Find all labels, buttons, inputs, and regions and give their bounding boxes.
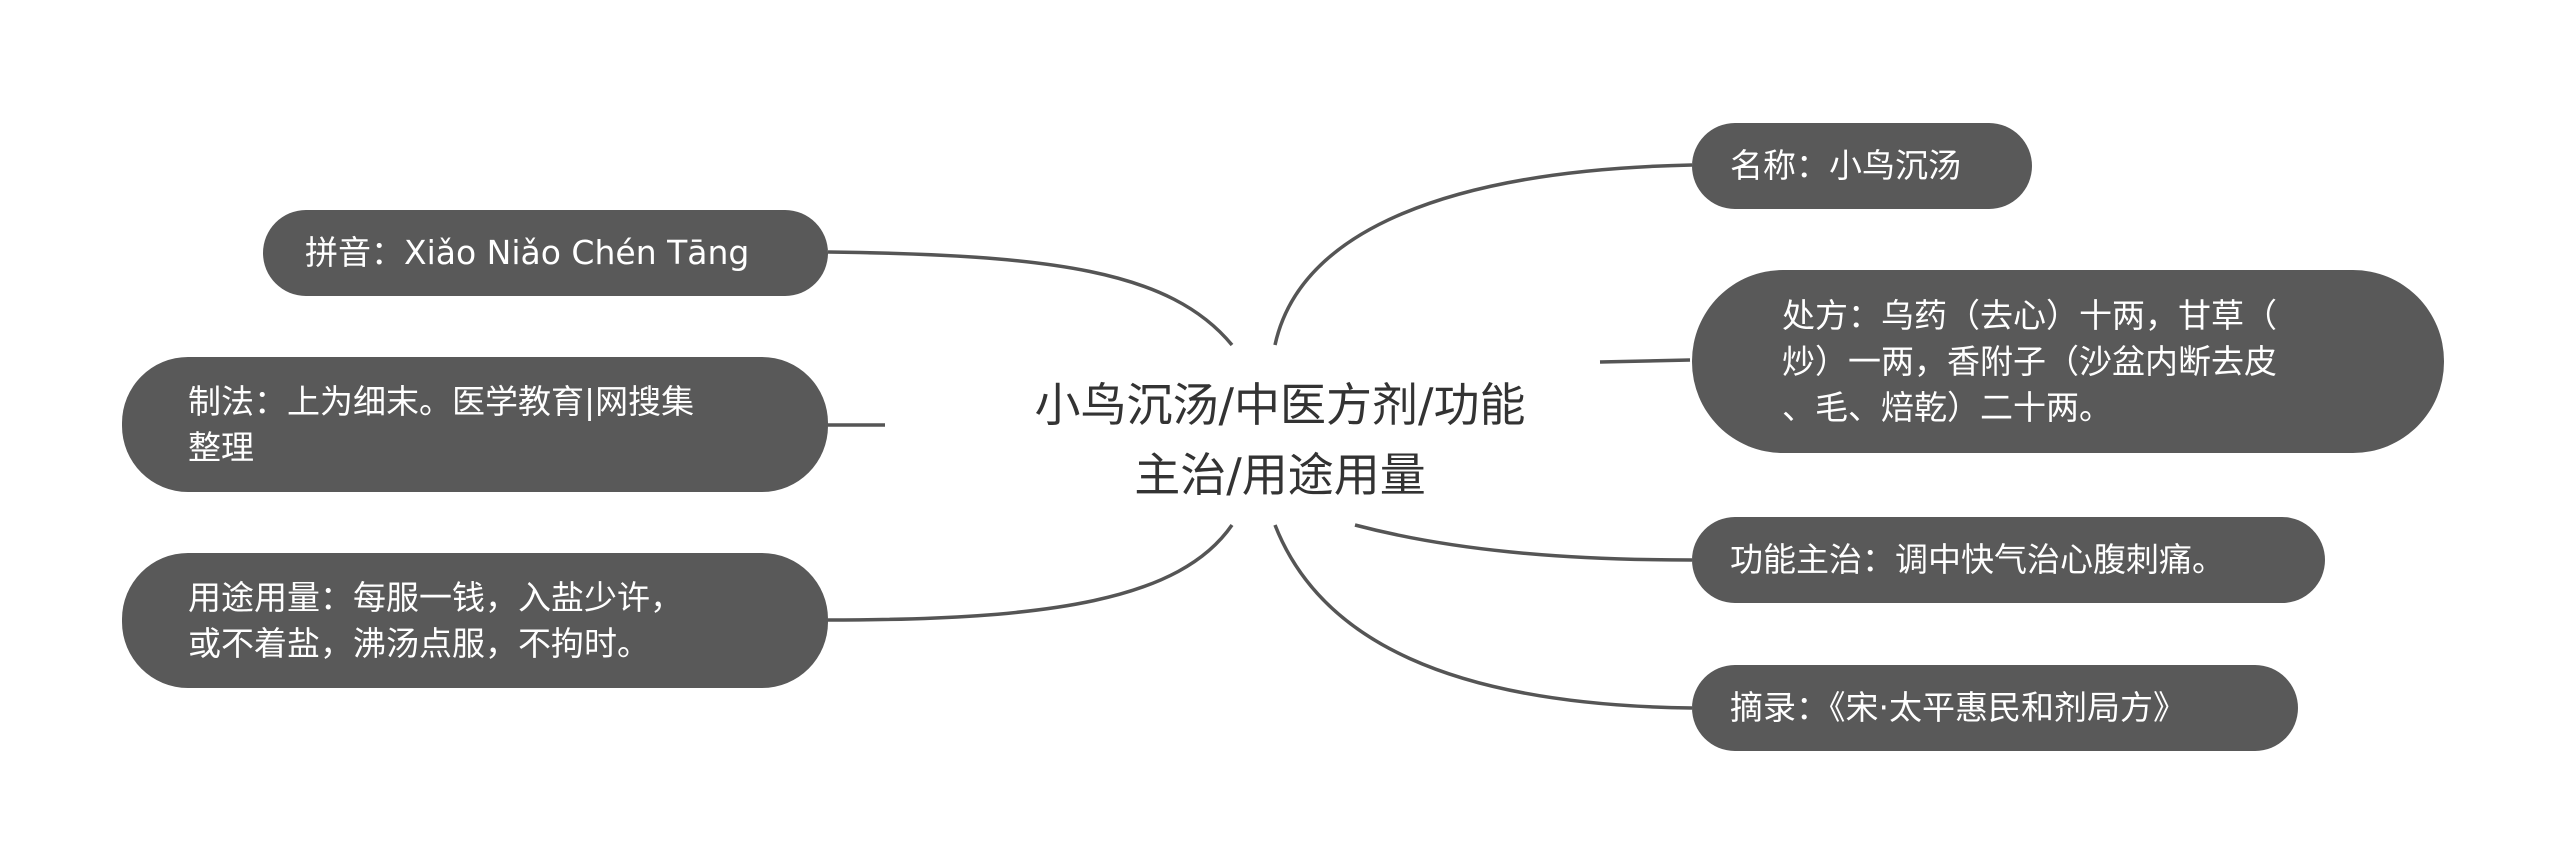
connector-function — [1354, 523, 1693, 562]
node-name[interactable]: 名称：小鸟沉汤 — [1692, 123, 2032, 209]
node-method[interactable]: 制法：上为细末。医学教育|网搜集 整理 — [122, 357, 828, 492]
node-name-text: 名称：小鸟沉汤 — [1730, 146, 1961, 185]
connector-pinyin — [827, 250, 1234, 347]
node-recipe[interactable]: 处方：乌药（去心）十两，甘草（ 炒）一两，香附子（沙盆内断去皮 、毛、焙乾）二十… — [1692, 270, 2444, 453]
connector-recipe — [1599, 358, 1691, 364]
node-pinyin-text: 拼音：Xiǎo Niǎo Chén Tāng — [305, 233, 750, 272]
central-topic-line-2: 主治/用途用量 — [1134, 448, 1426, 502]
node-function-text: 功能主治：调中快气治心腹刺痛。 — [1730, 540, 2225, 579]
connector-name — [1273, 163, 1693, 346]
node-source[interactable]: 摘录：《宋·太平惠民和剂局方》 — [1692, 665, 2298, 751]
connector-usage — [827, 524, 1234, 622]
node-source-text: 摘录：《宋·太平惠民和剂局方》 — [1730, 688, 2186, 727]
node-method-text: 制法：上为细末。医学教育|网搜集 整理 — [188, 381, 695, 467]
central-topic-line-1: 小鸟沉汤/中医方剂/功能 — [1034, 378, 1526, 432]
node-pinyin[interactable]: 拼音：Xiǎo Niǎo Chén Tāng — [263, 210, 828, 296]
node-function[interactable]: 功能主治：调中快气治心腹刺痛。 — [1692, 517, 2325, 603]
central-topic[interactable]: 小鸟沉汤/中医方剂/功能 主治/用途用量 — [960, 370, 1600, 510]
node-usage-text: 用途用量：每服一钱，入盐少许， 或不着盐，沸汤点服，不拘时。 — [188, 577, 683, 663]
node-recipe-text: 处方：乌药（去心）十两，甘草（ 炒）一两，香附子（沙盆内断去皮 、毛、焙乾）二十… — [1782, 295, 2277, 427]
connector-source — [1273, 524, 1693, 710]
node-usage[interactable]: 用途用量：每服一钱，入盐少许， 或不着盐，沸汤点服，不拘时。 — [122, 553, 828, 688]
